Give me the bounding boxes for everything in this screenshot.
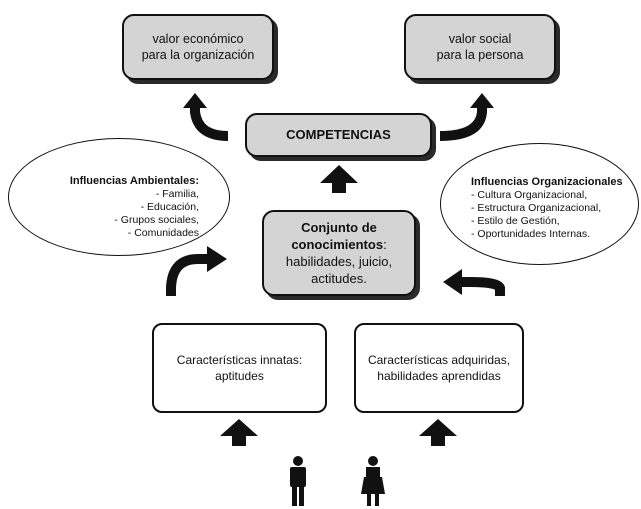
valor-social-line2: para la persona: [436, 48, 524, 62]
valor-social-box: valor social para la persona: [404, 14, 556, 80]
valor-social-line1: valor social: [448, 32, 512, 46]
conjunto-title-line1: Conjunto de: [301, 220, 377, 235]
influencias-organizacionales-content: Influencias Organizacionales - Cultura O…: [471, 176, 623, 241]
arrow-up-right-bottom-icon: [419, 419, 457, 446]
ambientales-item: - Grupos sociales,: [114, 214, 199, 226]
conjunto-title-line2-wrap: conocimientos:: [291, 236, 386, 253]
influencias-ambientales-content: Influencias Ambientales: - Familia, - Ed…: [70, 175, 199, 240]
arrow-up-left-bottom-icon: [220, 419, 258, 446]
conjunto-title-suffix: :: [383, 237, 387, 252]
adquiridas-line1: Características adquiridas,: [367, 353, 511, 367]
man-icon: [290, 456, 306, 506]
influencias-organizacionales-title: Influencias Organizacionales: [471, 176, 623, 188]
valor-economico-line1: valor económico: [152, 32, 244, 46]
woman-icon: [361, 456, 385, 506]
innatas-line1: Características innatas:: [176, 353, 303, 367]
competencias-box: COMPETENCIAS: [245, 113, 432, 157]
arrow-up-icon: [320, 165, 358, 193]
curved-arrow-right-icon: [166, 246, 227, 296]
conjunto-conocimientos-box: Conjunto de conocimientos: habilidades, …: [262, 210, 416, 296]
curved-arrow-left-icon: [443, 269, 505, 296]
ambientales-item: - Comunidades: [127, 227, 199, 239]
organizacionales-item: - Oportunidades Internas.: [471, 228, 591, 240]
valor-economico-box: valor económico para la organización: [122, 14, 274, 80]
organizacionales-item: - Estilo de Gestión,: [471, 215, 560, 227]
ambientales-item: - Familia,: [155, 188, 199, 200]
competencias-label: COMPETENCIAS: [286, 127, 391, 142]
influencias-organizacionales-ellipse: Influencias Organizacionales - Cultura O…: [440, 143, 639, 265]
ambientales-item: - Educación,: [140, 201, 199, 213]
organizacionales-item: - Estructura Organizacional,: [471, 202, 602, 214]
caracteristicas-innatas-box: Características innatas: aptitudes: [152, 323, 327, 413]
caracteristicas-adquiridas-box: Características adquiridas, habilidades …: [354, 323, 524, 413]
influencias-ambientales-title: Influencias Ambientales:: [69, 175, 199, 187]
organizacionales-item: - Cultura Organizacional,: [471, 189, 588, 201]
curved-arrow-up-right-icon: [439, 93, 494, 141]
curved-arrow-up-left-icon: [183, 93, 229, 141]
influencias-ambientales-ellipse: Influencias Ambientales: - Familia, - Ed…: [8, 138, 230, 256]
conjunto-line3: habilidades, juicio,: [285, 254, 393, 269]
innatas-line2: aptitudes: [215, 369, 264, 383]
valor-economico-line2: para la organización: [141, 48, 255, 62]
adquiridas-line2: habilidades aprendidas: [377, 369, 501, 383]
conjunto-line4: actitudes.: [311, 271, 367, 286]
conjunto-title-line2: conocimientos: [291, 237, 384, 252]
